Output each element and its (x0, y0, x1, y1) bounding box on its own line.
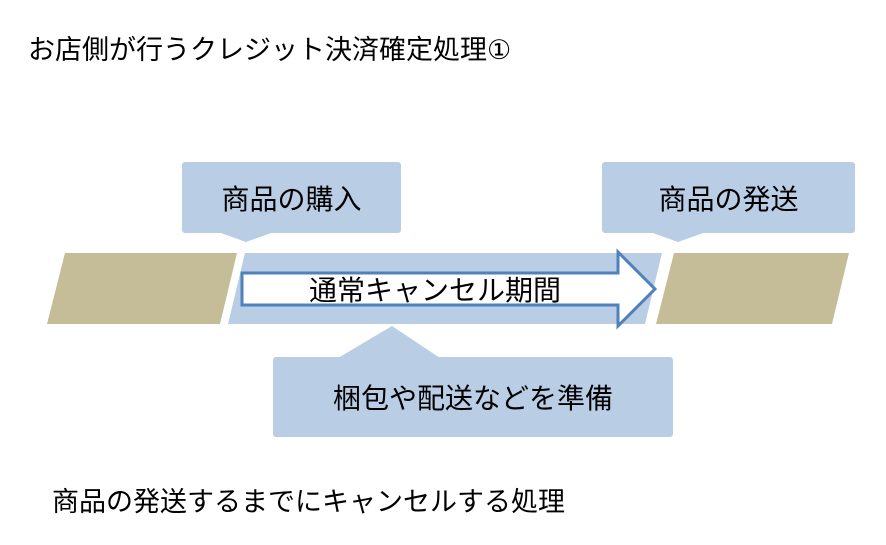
preparation-callout-label: 梱包や配送などを準備 (332, 382, 613, 415)
cancel-period-arrow (240, 248, 658, 330)
before-period-segment (47, 253, 237, 324)
shipping-callout-label: 商品の発送 (658, 182, 799, 216)
purchase-callout-label: 商品の購入 (221, 182, 362, 216)
diagram-title: お店側が行うクレジット決済確定処理① (28, 35, 512, 66)
footer-caption: 商品の発送するまでにキャンセルする処理 (52, 487, 565, 518)
after-period-segment (656, 253, 849, 324)
purchase-callout-shape (182, 162, 401, 242)
arrow-label: 通常キャンセル期間 (308, 274, 561, 307)
shipping-callout-shape (602, 162, 855, 242)
preparation-callout-shape (273, 326, 673, 437)
